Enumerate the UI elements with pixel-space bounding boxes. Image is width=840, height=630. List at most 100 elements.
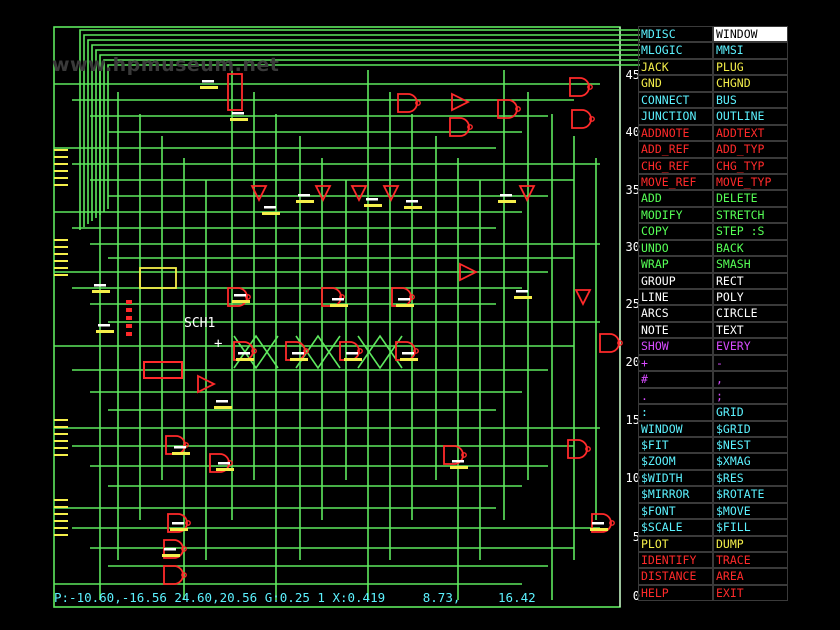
wire xyxy=(83,34,640,227)
menu-item-outline[interactable]: OUTLINE xyxy=(713,108,788,125)
menu-item-poly[interactable]: POLY xyxy=(713,289,788,306)
menu-item-text[interactable]: TEXT xyxy=(713,321,788,339)
part-label-mark xyxy=(290,358,308,361)
buffer-icon xyxy=(459,262,479,282)
menu-row: $WIDTH $RES xyxy=(638,469,788,487)
menu-item-identify[interactable]: IDENTIFY xyxy=(638,552,713,569)
menu-item-connect[interactable]: CONNECT xyxy=(638,91,713,109)
menu-item-modify[interactable]: MODIFY xyxy=(638,206,713,224)
menu-item-rotate[interactable]: $ROTATE xyxy=(713,486,788,503)
menu-item-addtext[interactable]: ADDTEXT xyxy=(713,124,788,142)
menu-item-gnd[interactable]: GND xyxy=(638,75,713,92)
menu-item-symbol[interactable]: # xyxy=(638,371,713,388)
menu-item-copy[interactable]: COPY xyxy=(638,223,713,240)
inverter-bubble xyxy=(461,452,467,458)
menu-item-show[interactable]: SHOW xyxy=(638,338,713,355)
menu-item-note[interactable]: NOTE xyxy=(638,321,713,339)
menu-item-symbol[interactable]: , xyxy=(713,371,788,388)
menu-item-symbol[interactable]: - xyxy=(713,354,788,372)
menu-item-chgnd[interactable]: CHGND xyxy=(713,75,788,92)
menu-item-junction[interactable]: JUNCTION xyxy=(638,108,713,125)
menu-item-scale[interactable]: $SCALE xyxy=(638,519,713,536)
menu-item-back[interactable]: BACK xyxy=(713,239,788,257)
buffer-icon xyxy=(197,374,217,394)
menu-item-res[interactable]: $RES xyxy=(713,469,788,487)
menu-item-chg-ref[interactable]: CHG_REF xyxy=(638,157,713,174)
inverter-bubble xyxy=(245,294,251,300)
menu-item-move-ref[interactable]: MOVE_REF xyxy=(638,173,713,191)
part-label-mark xyxy=(452,460,464,463)
part-label-mark xyxy=(264,206,276,209)
menu-item-exit[interactable]: EXIT xyxy=(713,584,788,602)
menu-row: # , xyxy=(638,371,788,388)
menu-item-help[interactable]: HELP xyxy=(638,584,713,602)
menu-item-plot[interactable]: PLOT xyxy=(638,535,713,552)
menu-item-trace[interactable]: TRACE xyxy=(713,552,788,569)
scale-label-5: 5 xyxy=(632,530,640,544)
menu-item-addnote[interactable]: ADDNOTE xyxy=(638,124,713,142)
menu-item-add[interactable]: ADD xyxy=(638,190,713,207)
menu-item-move[interactable]: $MOVE xyxy=(713,502,788,520)
menu-item-grid[interactable]: GRID xyxy=(713,404,788,421)
menu-item-mirror[interactable]: $MIRROR xyxy=(638,486,713,503)
menu-item-distance[interactable]: DISTANCE xyxy=(638,568,713,585)
menu-item-chg-typ[interactable]: CHG_TYP xyxy=(713,157,788,174)
menu-item-font[interactable]: $FONT xyxy=(638,502,713,520)
menu-item-smash[interactable]: SMASH xyxy=(713,256,788,273)
menu-item-arcs[interactable]: ARCS xyxy=(638,305,713,322)
menu-item-wrap[interactable]: WRAP xyxy=(638,256,713,273)
menu-item-fill[interactable]: $FILL xyxy=(713,519,788,536)
scale-label-10: 10 xyxy=(625,471,640,485)
part-label-mark xyxy=(230,118,248,121)
menu-item-step-s[interactable]: STEP :S xyxy=(713,223,788,240)
menu-item-grid[interactable]: $GRID xyxy=(713,420,788,437)
menu-item-zoom[interactable]: $ZOOM xyxy=(638,453,713,470)
menu-row: + - xyxy=(638,354,788,372)
menu-item-window[interactable]: WINDOW xyxy=(638,420,713,437)
menu-item-fit[interactable]: $FIT xyxy=(638,436,713,454)
menu-item-symbol[interactable]: + xyxy=(638,354,713,372)
menu-item-delete[interactable]: DELETE xyxy=(713,190,788,207)
menu-item-mlogic[interactable]: MLOGIC xyxy=(638,42,713,59)
menu-item-mmsi[interactable]: MMSI xyxy=(713,42,788,59)
inverter-bubble xyxy=(467,124,473,130)
menu-item-rect[interactable]: RECT xyxy=(713,272,788,289)
menu-item-symbol[interactable]: : xyxy=(638,404,713,421)
menu-item-line[interactable]: LINE xyxy=(638,289,713,306)
menu-item-add-ref[interactable]: ADD_REF xyxy=(638,141,713,158)
scale-label-20: 20 xyxy=(625,355,640,369)
menu-item-move-typ[interactable]: MOVE_TYP xyxy=(713,173,788,191)
menu-item-width[interactable]: $WIDTH xyxy=(638,469,713,487)
scale-label-45: 45 xyxy=(625,68,640,82)
menu-item-xmag[interactable]: $XMAG xyxy=(713,453,788,470)
part-label-mark xyxy=(406,200,418,203)
menu-item-jack[interactable]: JACK xyxy=(638,58,713,76)
menu-item-area[interactable]: AREA xyxy=(713,568,788,585)
menu-item-undo[interactable]: UNDO xyxy=(638,239,713,257)
menu-item-plug[interactable]: PLUG xyxy=(713,58,788,76)
menu-item-every[interactable]: EVERY xyxy=(713,338,788,355)
menu-item-add-typ[interactable]: ADD_TYP xyxy=(713,141,788,158)
part-label-mark xyxy=(500,194,512,197)
menu-item-nest[interactable]: $NEST xyxy=(713,436,788,454)
part-label-mark xyxy=(364,204,382,207)
menu-item-stretch[interactable]: STRETCH xyxy=(713,206,788,224)
menu-item-bus[interactable]: BUS xyxy=(713,91,788,109)
menu-item-circle[interactable]: CIRCLE xyxy=(713,305,788,322)
menu-item-symbol[interactable]: ; xyxy=(713,387,788,405)
menu-item-dump[interactable]: DUMP xyxy=(713,535,788,552)
menu-item-group[interactable]: GROUP xyxy=(638,272,713,289)
logic-gate-icon xyxy=(339,341,360,361)
part-label-mark xyxy=(332,298,344,301)
scale-label-35: 35 xyxy=(625,183,640,197)
menu-item-window[interactable]: WINDOW xyxy=(713,26,788,43)
menu-item-mdisc[interactable]: MDISC xyxy=(638,26,713,43)
menu-item-symbol[interactable]: . xyxy=(638,387,713,405)
logic-gate-icon xyxy=(163,565,184,585)
part-label-mark xyxy=(216,468,234,471)
